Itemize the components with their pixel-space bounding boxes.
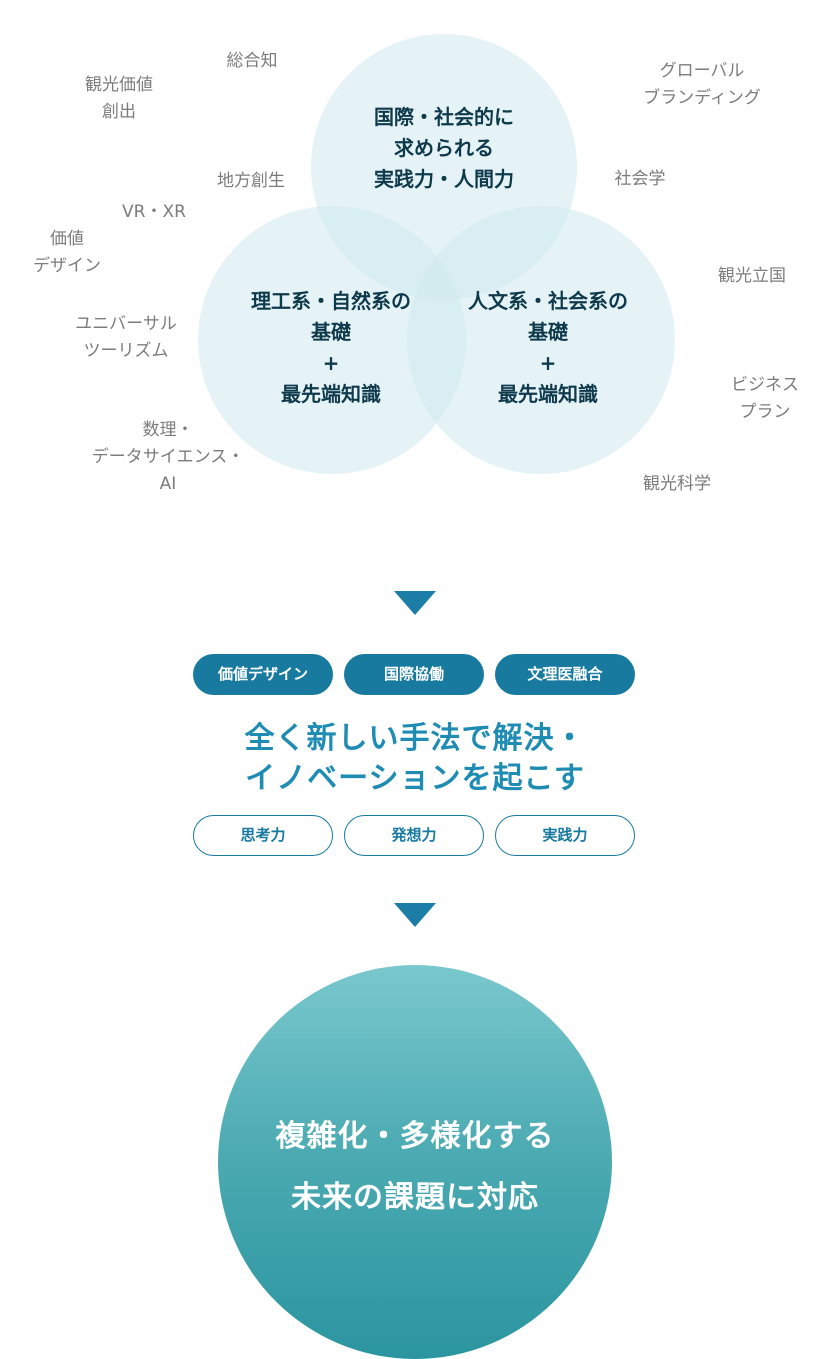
keyword-chiho-sosei: 地方創生 [217, 171, 285, 191]
goal-text-line-1: 複雑化・多様化する [275, 1119, 555, 1154]
venn-right-label: 人文系・社会系の 基礎 + 最先端知識 [468, 289, 628, 406]
keyword-vr-xr: VR・XR [122, 202, 186, 222]
keyword-shakaigaku: 社会学 [614, 169, 666, 189]
keyword-suri-ds-ai: 数理・ データサイエンス・ AI [91, 420, 245, 494]
venn-top-label: 国際・社会的に 求められる 実践力・人間力 [374, 105, 514, 191]
venn-left-label: 理工系・自然系の 基礎 + 最先端知識 [251, 289, 411, 406]
keyword-kanko-rikkoku: 観光立国 [718, 266, 786, 286]
down-arrow-icon [394, 591, 436, 615]
down-arrow-icon [394, 903, 436, 927]
goal-text-line-2: 未来の課題に対応 [291, 1180, 539, 1215]
keyword-sogochi: 総合知 [226, 51, 278, 71]
headline: 全く新しい手法で解決・ イノベーションを起こす [244, 721, 586, 796]
skill-pill-practice: 実践力 [495, 815, 635, 856]
approach-pill-value-design: 価値デザイン [193, 654, 333, 695]
keyword-universal-tourism: ユニバーサル ツーリズム [75, 314, 177, 361]
keyword-business-plan: ビジネス プラン [731, 375, 799, 422]
venn-circle-right [407, 206, 675, 474]
approach-pill-interdisciplinary: 文理医融合 [495, 654, 635, 695]
approach-pill-intl-collab: 国際協働 [344, 654, 484, 695]
keyword-global-branding: グローバル ブランディング [643, 61, 761, 108]
goal-circle [218, 965, 612, 1359]
keyword-kanko-kachi: 観光価値 創出 [85, 75, 153, 122]
keyword-kachi-design: 価値 デザイン [33, 229, 101, 276]
skill-pill-ideation: 発想力 [344, 815, 484, 856]
skill-pill-thinking: 思考力 [193, 815, 333, 856]
keyword-kanko-kagaku: 観光科学 [643, 474, 711, 494]
